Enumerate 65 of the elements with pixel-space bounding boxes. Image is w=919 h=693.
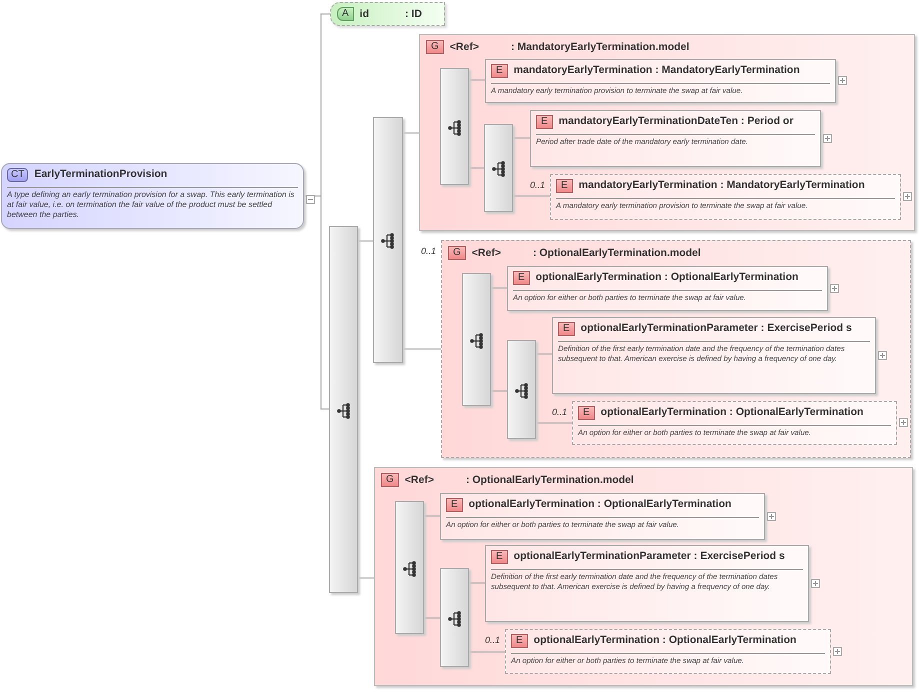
- element-name: mandatoryEarlyTermination : MandatoryEarlyTermination: [578, 179, 865, 191]
- kind-tag: E: [558, 322, 575, 336]
- element-box: [572, 401, 897, 445]
- connector-line: [402, 348, 442, 350]
- kind-tag: CT: [7, 168, 28, 182]
- attribute-type: : ID: [405, 8, 422, 20]
- group-ref: <Ref>: [450, 41, 479, 53]
- element-box: [550, 174, 901, 220]
- kind-tag: G: [426, 40, 444, 54]
- kind-tag: E: [556, 179, 573, 193]
- kind-tag: E: [491, 64, 508, 78]
- connector-line: [468, 582, 486, 584]
- group-name: : MandatoryEarlyTermination.model: [510, 41, 690, 53]
- element-name: optionalEarlyTermination : OptionalEarlyTermination: [534, 634, 796, 646]
- kind-tag: E: [536, 115, 553, 129]
- kind-tag: E: [578, 406, 595, 420]
- element-name: mandatoryEarlyTermination : MandatoryEarlyTermination: [514, 64, 800, 76]
- kind-tag: G: [448, 246, 466, 260]
- kind-tag: G: [381, 473, 399, 487]
- element-box: [505, 629, 831, 674]
- group-name: : OptionalEarlyTermination.model: [466, 474, 634, 486]
- multiplicity-label: 0..1: [421, 246, 436, 256]
- compositor-bar: [484, 124, 513, 212]
- element-name: optionalEarlyTermination : OptionalEarlyTermination: [600, 406, 864, 418]
- group-panel: [441, 240, 911, 458]
- compositor-bar: [507, 340, 536, 439]
- element-name: mandatoryEarlyTerminationDateTen : Period or: [558, 115, 794, 127]
- element-name: optionalEarlyTerminationParameter : ExercisePeriod s: [580, 322, 852, 334]
- type-name: EarlyTerminationProvision: [34, 168, 168, 180]
- kind-tag: E: [513, 271, 530, 285]
- compositor-bar: [440, 568, 469, 667]
- kind-tag: A: [337, 7, 354, 21]
- element-name: optionalEarlyTermination : OptionalEarlyTermination: [536, 271, 798, 283]
- group-panel: [419, 34, 915, 231]
- multiplicity-label: 0..1: [530, 180, 546, 190]
- type-card: [1, 163, 304, 229]
- multiplicity-label: 0..1: [485, 635, 500, 645]
- compositor-bar: [462, 273, 491, 406]
- element-box: [507, 266, 828, 311]
- kind-tag: E: [491, 550, 508, 564]
- description: A type defining an early termination provision for a swap. This early termination is at fair value, i.e. on termination the fair value of the product must be settled between the parties.: [7, 187, 298, 220]
- connector-line: [402, 132, 420, 134]
- group-name: : OptionalEarlyTermination.model: [532, 247, 701, 259]
- element-box: [530, 110, 821, 167]
- element-box: [485, 545, 809, 622]
- connector-line: [490, 390, 508, 392]
- compositor-bar: [440, 68, 469, 185]
- group-panel: [374, 467, 913, 686]
- element-box: [440, 493, 765, 540]
- connector-line: [536, 422, 572, 424]
- compositor-bar: [329, 226, 358, 593]
- kind-tag: E: [511, 634, 528, 648]
- compositor-bar: [373, 117, 403, 363]
- element-name: optionalEarlyTermination : OptionalEarlyTermination: [468, 498, 732, 510]
- group-ref: <Ref>: [404, 474, 434, 486]
- element-box: [552, 317, 876, 394]
- connector-line: [358, 240, 374, 242]
- compositor-bar: [395, 501, 424, 634]
- group-ref: <Ref>: [472, 247, 501, 259]
- element-box: [485, 59, 836, 103]
- attribute-name: id: [360, 8, 370, 20]
- kind-tag: E: [446, 498, 463, 512]
- attribute-box: [330, 2, 445, 26]
- multiplicity-label: 0..1: [552, 407, 568, 417]
- element-name: optionalEarlyTerminationParameter : ExercisePeriod s: [514, 550, 785, 562]
